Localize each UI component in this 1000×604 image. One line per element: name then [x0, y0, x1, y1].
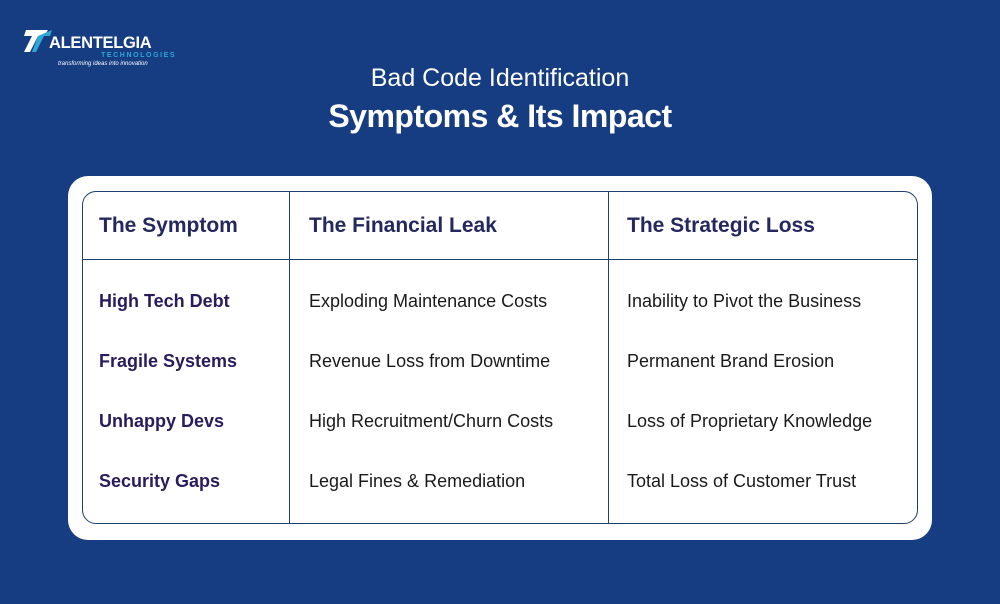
strategic-loss-cell: Loss of Proprietary Knowledge: [627, 411, 873, 431]
talentelgia-logo: ALENTELGIA TECHNOLOGIES transforming ide…: [24, 24, 175, 72]
page-title: Bad Code Identification: [370, 64, 630, 92]
symptom-cell: High Tech Debt: [99, 291, 230, 311]
symptoms-table: The Symptom The Financial Leak The Strat…: [82, 191, 918, 524]
column-divider: [289, 192, 290, 523]
financial-leak-cell: Exploding Maintenance Costs: [309, 291, 548, 311]
symptom-cell: Security Gaps: [99, 471, 221, 491]
logo-seven-t-icon: [24, 30, 52, 52]
symptom-cell: Unhappy Devs: [99, 411, 225, 431]
logo-wordmark: ALENTELGIA: [49, 34, 152, 52]
column-header-financial-leak: The Financial Leak: [309, 214, 497, 237]
logo-subtitle: TECHNOLOGIES: [101, 52, 177, 59]
strategic-loss-cell: Total Loss of Customer Trust: [627, 471, 857, 491]
symptom-cell: Fragile Systems: [99, 351, 238, 371]
strategic-loss-cell: Permanent Brand Erosion: [627, 351, 835, 371]
table-card: The Symptom The Financial Leak The Strat…: [68, 176, 932, 540]
header-divider: [83, 259, 917, 260]
financial-leak-cell: High Recruitment/Churn Costs: [309, 411, 554, 431]
financial-leak-cell: Legal Fines & Remediation: [309, 471, 526, 491]
strategic-loss-cell: Inability to Pivot the Business: [627, 291, 862, 311]
column-header-symptom: The Symptom: [99, 214, 238, 237]
logo-tagline: transforming ideas into innovation: [58, 61, 148, 67]
column-divider: [608, 192, 609, 523]
page-subtitle: Symptoms & Its Impact: [328, 98, 672, 134]
column-header-strategic-loss: The Strategic Loss: [627, 214, 815, 237]
financial-leak-cell: Revenue Loss from Downtime: [309, 351, 551, 371]
